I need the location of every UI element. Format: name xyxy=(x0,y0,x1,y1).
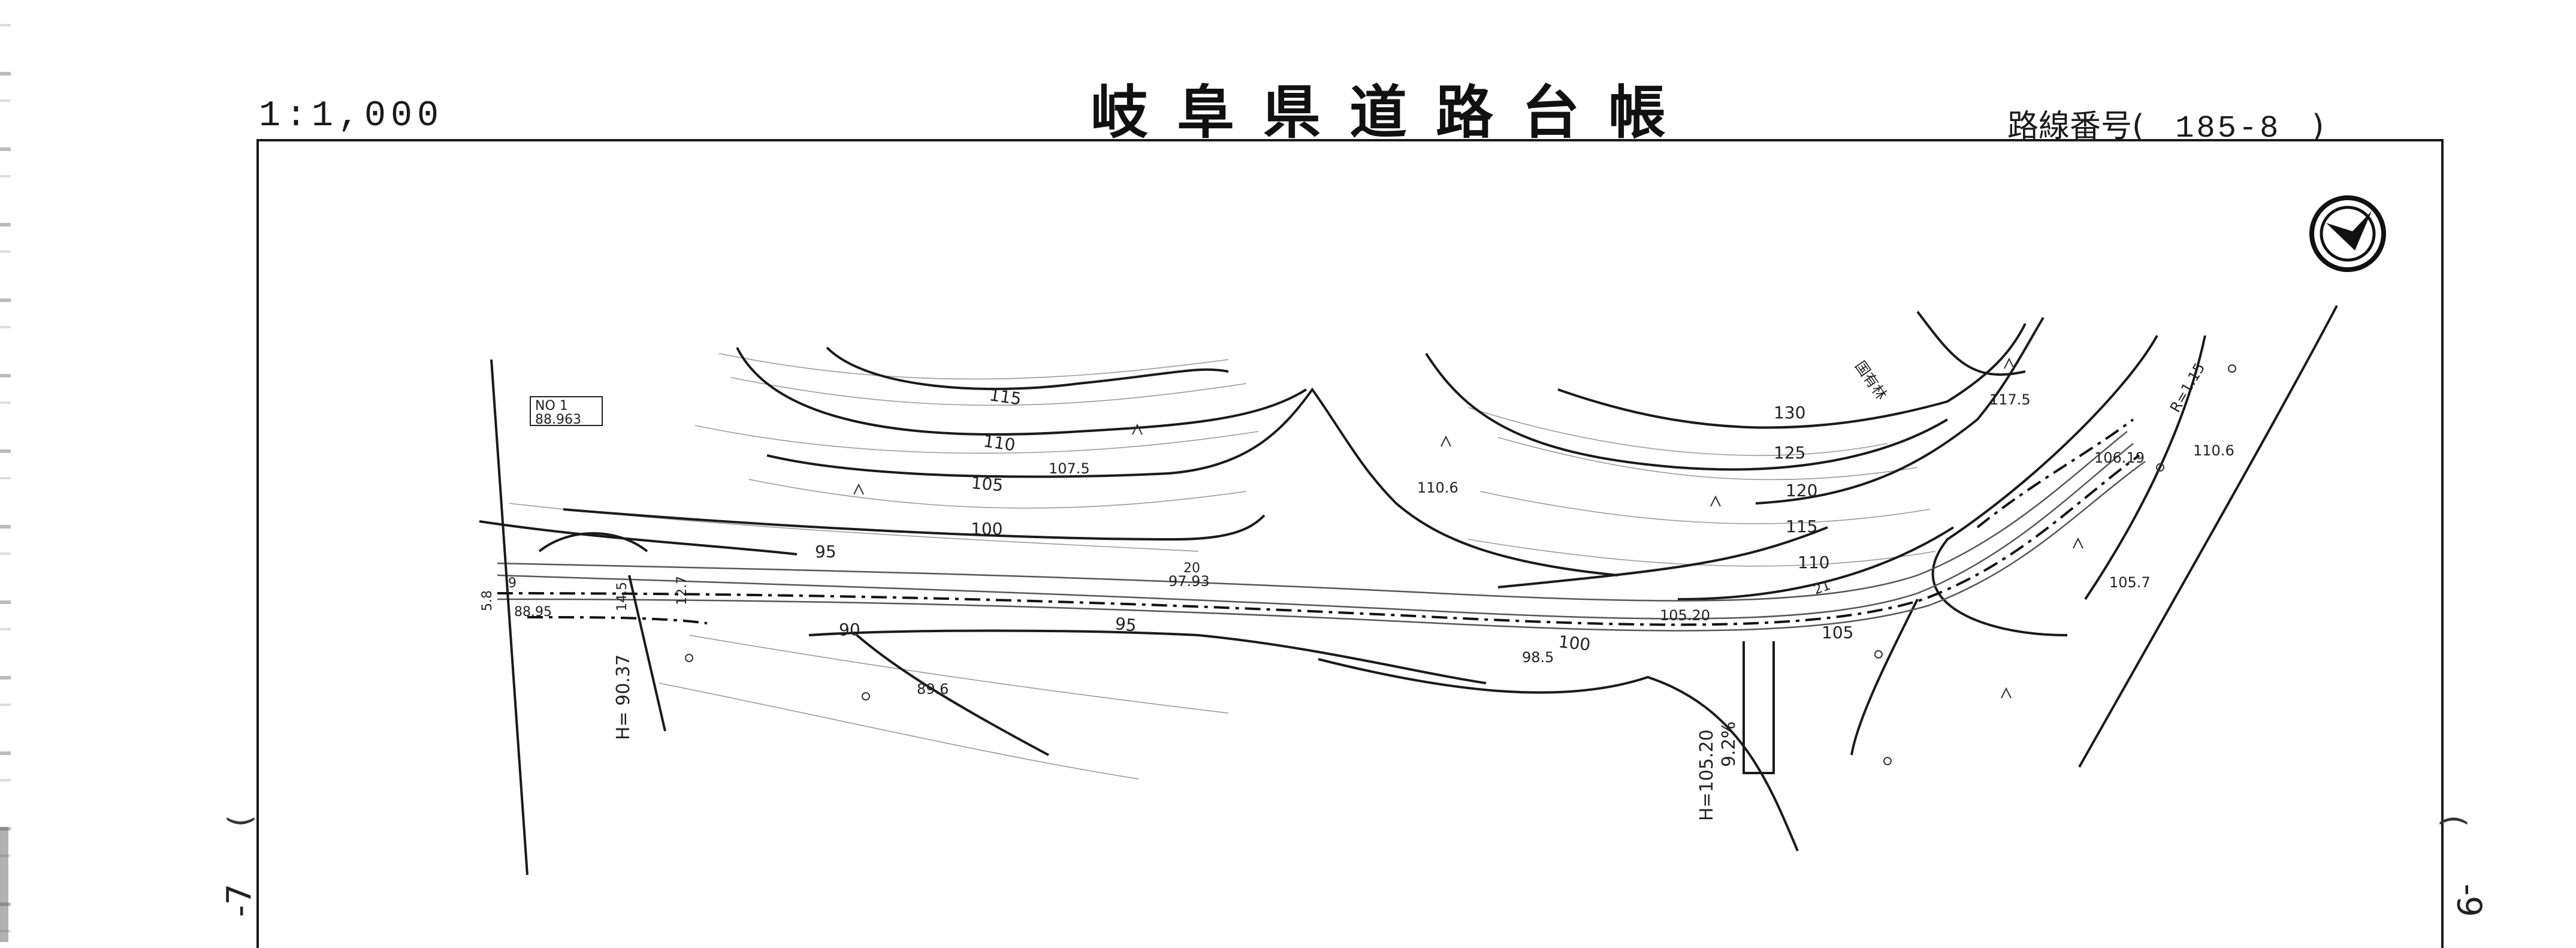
station-marker xyxy=(530,396,603,426)
road-corridor xyxy=(490,359,2146,875)
station-elevation: 88.963 xyxy=(535,412,581,427)
contour-label-115: 115 xyxy=(988,385,1023,409)
h-elevation-right: H=105.20 xyxy=(1696,729,1717,821)
contour-label-115b: 115 xyxy=(1786,517,1817,536)
contour-label-90: 90 xyxy=(839,620,860,639)
grade-label: 9.2% xyxy=(1719,721,1740,767)
scan-edge xyxy=(0,0,11,942)
spot-height: 106.19 xyxy=(2094,449,2145,466)
north-arrow-icon xyxy=(2309,195,2386,272)
h-elevation-left: H= 90.37 xyxy=(613,654,634,740)
station-20: 20 xyxy=(1183,561,1200,576)
page-title: 岐阜県道路台帳 xyxy=(1091,79,1695,146)
width-c: 14.5 xyxy=(615,582,630,611)
spot-height: 98.5 xyxy=(1522,649,1554,666)
route-label: 路線番号( xyxy=(2007,108,2145,144)
spot-height: 105.7 xyxy=(2109,574,2151,591)
spot-height: 105.20 xyxy=(1660,607,1710,624)
contour-label-105: 105 xyxy=(970,473,1004,496)
spot-height: 110.6 xyxy=(1417,479,1458,496)
station-name: NO 1 xyxy=(535,398,568,413)
contour-label-100b: 100 xyxy=(1557,632,1591,654)
curve-label: R=1.15 xyxy=(2167,360,2208,415)
spot-height: 89.6 xyxy=(917,681,949,698)
contour-label-125: 125 xyxy=(1774,443,1805,463)
width-d: 12.7 xyxy=(675,576,690,605)
route-close: ) xyxy=(2312,108,2324,144)
width-a: 5.8 xyxy=(480,590,495,611)
scan-edge-dark xyxy=(0,827,8,942)
contour-label-105b: 105 xyxy=(1822,623,1853,642)
spot-height: 107.5 xyxy=(1049,460,1090,477)
width-b: 9 xyxy=(508,576,517,591)
road-code: 国有林 xyxy=(1852,358,1890,403)
map-frame xyxy=(256,139,2444,948)
map-scale: 1:1,000 xyxy=(259,96,444,137)
spot-height: 88.95 xyxy=(514,605,552,620)
contour-label-110b: 110 xyxy=(1798,553,1829,572)
contour-label-110: 110 xyxy=(982,431,1017,455)
contour-label-130: 130 xyxy=(1774,403,1805,422)
contour-label-95b: 95 xyxy=(1114,614,1137,636)
contour-label-100: 100 xyxy=(971,519,1002,539)
terrain-symbols xyxy=(685,357,2236,765)
major-contours xyxy=(479,305,2338,852)
spot-height: 117.5 xyxy=(1989,391,2031,408)
contour-label-120: 120 xyxy=(1786,481,1817,500)
spot-height: 97.93 xyxy=(1168,573,1210,590)
spot-height: 110.6 xyxy=(2193,442,2234,459)
contour-label-95: 95 xyxy=(815,542,836,561)
